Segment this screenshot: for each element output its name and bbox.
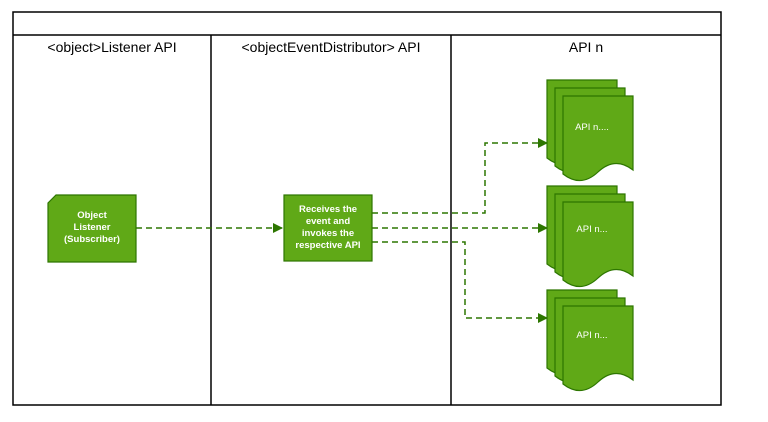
api-doc-stack-2[interactable]: API n... [546, 185, 634, 288]
lane-title-listener: <object>Listener API [47, 39, 176, 55]
api-doc-front [562, 201, 634, 288]
distributor-label-line-4: respective API [295, 240, 360, 251]
distributor-label-line-3: invokes the [302, 228, 354, 239]
api-doc-front [562, 95, 634, 182]
api-doc-label: API n.... [575, 122, 609, 133]
lane-title-api-n: API n [569, 39, 603, 55]
distributor-node[interactable]: Receives the event and invokes the respe… [283, 194, 373, 262]
distributor-label-line-1: Receives the [299, 204, 357, 215]
listener-card-shape [47, 194, 137, 263]
distributor-label-line-2: event and [306, 216, 351, 227]
api-doc-front [562, 305, 634, 392]
edge-distributor-to-api-3 [372, 241, 548, 323]
distributor-box [283, 194, 373, 262]
edges [136, 138, 548, 323]
listener-node[interactable]: Object Listener (Subscriber) [47, 194, 137, 263]
listener-label-line-2: Listener [74, 222, 111, 233]
edge-distributor-to-api-1 [372, 138, 548, 214]
api-doc-stack-3[interactable]: API n... [546, 289, 634, 392]
api-doc-label: API n... [576, 224, 607, 235]
api-doc-stack-1[interactable]: API n.... [546, 79, 634, 182]
listener-label-line-3: (Subscriber) [64, 234, 120, 245]
pool-border [12, 11, 722, 406]
swimlane-pool [12, 11, 722, 406]
listener-label-line-1: Object [77, 210, 107, 221]
api-doc-label: API n... [576, 330, 607, 341]
lane-title-distributor: <objectEventDistributor> API [242, 39, 421, 55]
